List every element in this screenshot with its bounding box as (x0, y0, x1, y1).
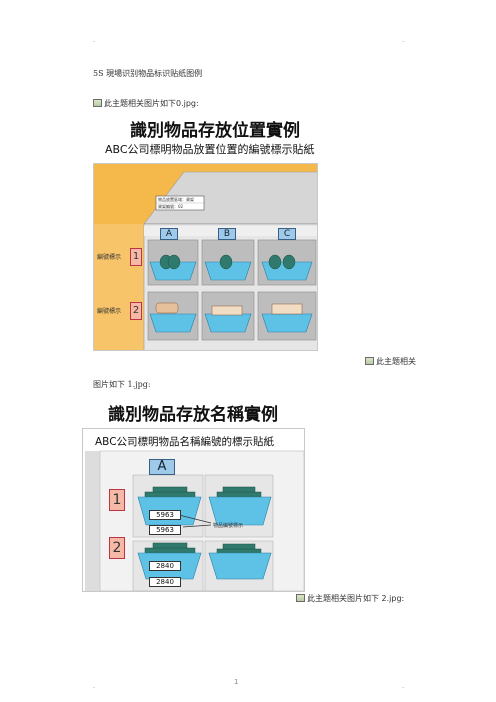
figure2-row-2: 2 (109, 537, 125, 559)
footer-dot-left: . (93, 682, 96, 690)
caption-image-2: 此主题相关图片如下 2.jpg: (296, 593, 404, 604)
bin-code-row1: 5963 (149, 510, 181, 520)
column-header-b: B (218, 228, 236, 240)
caption-image-0: 此主题相关图片如下0.jpg: (93, 98, 199, 109)
caption-image-1b: 图片如下 1.jpg: (93, 380, 151, 389)
shelf-illustration (94, 164, 317, 350)
arrow-label: 物品編號標示 (213, 523, 244, 529)
figure1-title: 識別物品存放位置實例 (130, 121, 300, 141)
figure2-row-1: 1 (109, 489, 125, 511)
header-dot-right: . (402, 36, 405, 44)
bin-code-row2: 2840 (149, 561, 181, 571)
figure1-illustration: 物品放置區域：貨架 貨架編號：02 A B C 編號標示 1 編號標示 2 (93, 163, 318, 351)
figure1-subtitle: ABC公司標明物品放置位置的編號標示貼紙 (105, 143, 315, 156)
row-label-1: 編號標示 (97, 254, 122, 261)
caption-image-1a: 此主题相关 (365, 356, 416, 367)
shelf-sign-line1: 物品放置區域：貨架 (158, 197, 194, 202)
row-number-1: 1 (130, 248, 142, 266)
caption-image-0-text: 此主题相关图片如下0.jpg: (104, 99, 199, 108)
row-number-2: 2 (130, 302, 142, 320)
footer-page-number: 1 (234, 678, 239, 686)
shelf-code-row2: 2840 (149, 577, 181, 587)
caption-image-1a-text: 此主题相关 (376, 357, 416, 366)
header-dot-left: . (93, 36, 96, 44)
figure2-illustration: ABC公司標明物品名稱編號的標示貼紙 (82, 428, 305, 592)
caption-image-2-text: 此主题相关图片如下 2.jpg: (307, 594, 405, 603)
document-title: 5S 現場识别物品标识贴纸图例 (93, 69, 203, 78)
column-header-c: C (278, 228, 296, 240)
shelf-sign-line2: 貨架編號：02 (158, 204, 184, 209)
column-header-a: A (160, 228, 178, 240)
figure2-subtitle: ABC公司標明物品名稱編號的標示貼紙 (95, 436, 275, 448)
image-icon (93, 99, 102, 107)
figure2-column-a: A (149, 459, 175, 475)
figure2-title: 識別物品存放名稱實例 (108, 405, 278, 425)
image-icon (365, 357, 374, 365)
shelf-code-row1: 5963 (149, 525, 181, 535)
footer-dot-right: . (402, 682, 405, 690)
row-label-2: 編號標示 (97, 308, 122, 315)
image-icon (296, 594, 305, 602)
